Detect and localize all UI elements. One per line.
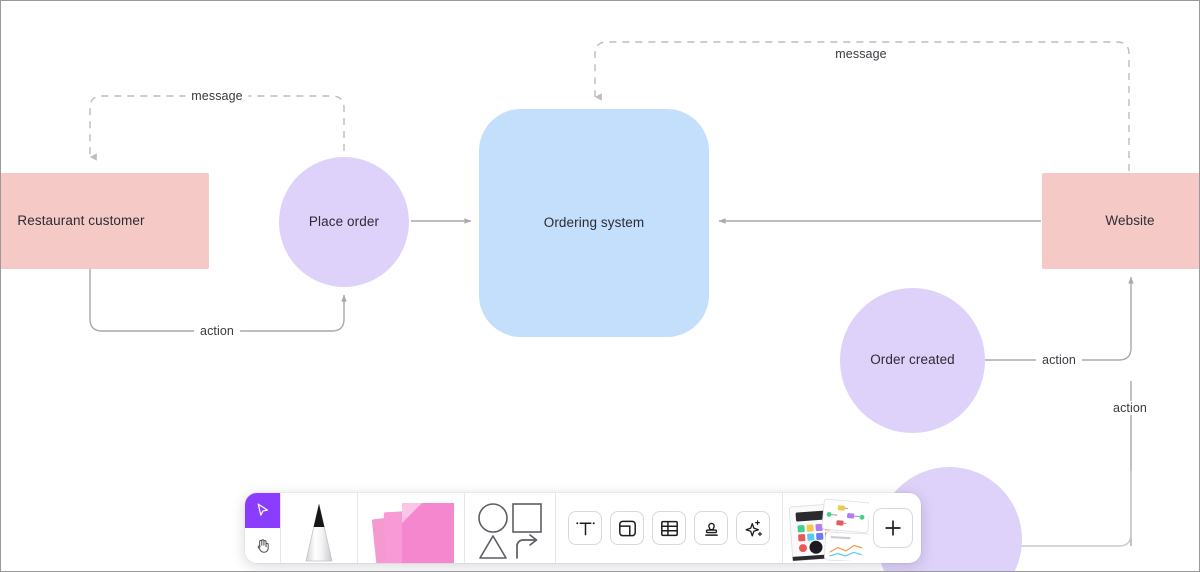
shapes-icon [478,503,542,559]
bottom-toolbar[interactable] [245,493,921,563]
edge-label-message-left: message [185,89,249,103]
edge-label-action-order-created: action [1036,353,1082,367]
hand-tool-button[interactable] [245,528,280,563]
shapes-button[interactable] [472,493,548,563]
edge-customer-to-place-order [89,269,347,332]
node-restaurant-customer[interactable]: Restaurant customer [1,173,209,269]
select-tool-button[interactable] [245,493,280,528]
edge-label-action-customer: action [194,324,240,338]
widgets-group[interactable] [556,493,783,563]
pointer-tool-group[interactable] [245,493,281,563]
sparkle-icon [744,519,762,537]
frame-tool-button[interactable] [610,511,644,545]
table-icon [660,520,678,536]
shapes-group[interactable] [465,493,556,563]
table-tool-button[interactable] [652,511,686,545]
node-label: Order created [870,352,955,368]
pen-tool-group[interactable] [281,493,358,563]
templates-button[interactable] [787,493,871,563]
edge-label-message-right: message [829,47,893,61]
pen-icon [305,503,333,562]
sticky-notes-group[interactable] [358,493,465,563]
node-place-order[interactable]: Place order [279,157,409,287]
plus-icon [885,520,901,536]
sticky-notes-button[interactable] [365,493,457,563]
templates-group[interactable] [783,493,921,563]
ai-tool-button[interactable] [736,511,770,545]
edge-place-order-to-customer [89,95,345,161]
stamp-icon [704,522,718,536]
frame-icon [618,520,636,536]
pen-tool-button[interactable] [288,493,350,563]
edge-order-created-to-website [985,276,1134,361]
text-icon [575,521,595,535]
templates-icon [789,498,869,561]
node-label: Restaurant customer [17,212,145,228]
stamp-tool-button[interactable] [694,511,728,545]
hand-icon [257,538,269,553]
node-ordering-system[interactable]: Ordering system [479,109,709,337]
node-label: Place order [308,213,380,229]
cursor-icon [257,503,269,516]
sticky-notes-icon [371,503,454,563]
add-app-button[interactable] [873,508,913,548]
node-label: Ordering system [543,214,645,230]
edge-label-action-bottom: action [1107,401,1153,415]
node-label: Website [1105,212,1155,228]
node-website[interactable]: Website [1042,173,1199,269]
text-tool-button[interactable] [568,511,602,545]
node-order-created[interactable]: Order created [840,288,985,433]
